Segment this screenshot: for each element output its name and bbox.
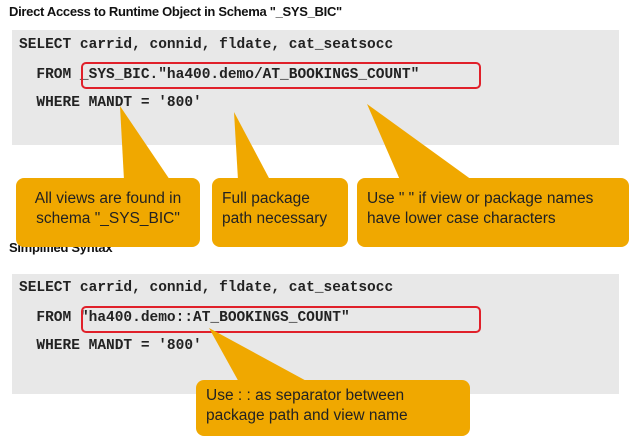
callout-package-path: Full package path necessary xyxy=(212,178,348,247)
code-line: SELECT carrid, connid, fldate, cat_seats… xyxy=(19,280,394,296)
section1-title: Direct Access to Runtime Object in Schem… xyxy=(9,4,342,19)
pointer xyxy=(120,106,170,180)
code-line: FROM _SYS_BIC."ha400.demo/AT_BOOKINGS_CO… xyxy=(19,67,420,83)
code-block-2 xyxy=(12,274,619,394)
code-line: FROM "ha400.demo::AT_BOOKINGS_COUNT" xyxy=(19,310,350,326)
highlight-box xyxy=(81,306,481,333)
code-line: WHERE MANDT = '800' xyxy=(19,338,202,354)
pointer xyxy=(209,328,312,384)
callout-schema: All views are found in schema "_SYS_BIC" xyxy=(16,178,200,247)
callout-quotes: Use " " if view or package names have lo… xyxy=(357,178,629,247)
code-line: WHERE MANDT = '800' xyxy=(19,95,202,111)
pointer xyxy=(367,104,472,180)
code-line: SELECT carrid, connid, fldate, cat_seats… xyxy=(19,37,394,53)
pointer xyxy=(234,112,270,180)
callout-separator: Use : : as separator between package pat… xyxy=(196,380,470,436)
highlight-box xyxy=(81,62,481,89)
